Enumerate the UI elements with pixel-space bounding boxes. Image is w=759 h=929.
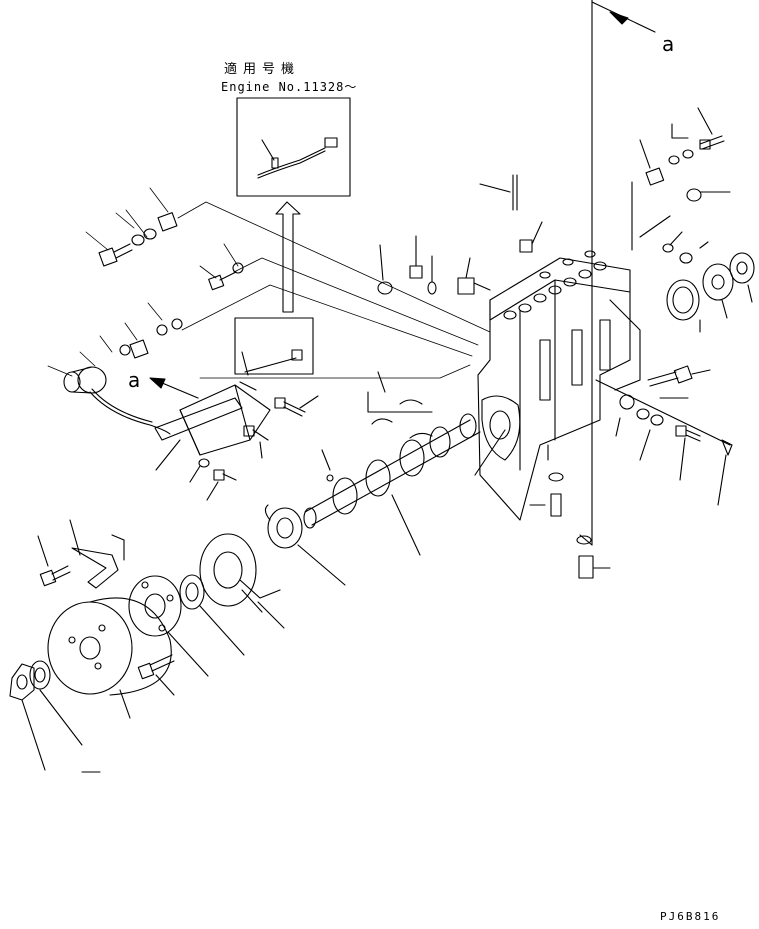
engine-number-label: Engine No.11328～ [221, 80, 358, 94]
bearing-halves [367, 371, 433, 439]
top-right-bolts [631, 107, 725, 251]
gear-nut-and-washer [9, 660, 101, 773]
bearing-cover-flange [199, 533, 285, 629]
coupling-bolt [137, 654, 175, 696]
drive-gear [47, 597, 172, 719]
reference-letter-left-middle: a [128, 368, 141, 392]
pump-top-bolts [377, 174, 543, 295]
switch-mounting-bolts [189, 395, 319, 501]
reference-arrow-a-left [149, 377, 199, 399]
inset-wiring-detail [236, 97, 351, 197]
reference-arrow-a-top [579, 0, 656, 546]
camshaft-bearing-ring [264, 504, 346, 586]
coupling-plate [128, 575, 209, 677]
pump-housing [474, 250, 641, 521]
small-bracket [37, 519, 125, 589]
reference-letter-top-right: a [662, 32, 675, 56]
solenoid-with-cable [63, 366, 171, 435]
leader-lines [47, 187, 491, 379]
pump-bottom-bolts [529, 472, 611, 579]
switch-bracket-assembly [154, 317, 314, 471]
applicability-label-jp: 適用号機 [224, 62, 301, 77]
drawing-code: PJ6B816 [660, 910, 721, 923]
hollow-arrow-to-inset [275, 201, 301, 313]
oil-seal-ring [179, 574, 245, 656]
right-side-parts [662, 188, 755, 333]
camshaft [303, 413, 481, 556]
left-bolts-and-washers [98, 212, 244, 359]
right-lower-bolts [595, 365, 733, 506]
